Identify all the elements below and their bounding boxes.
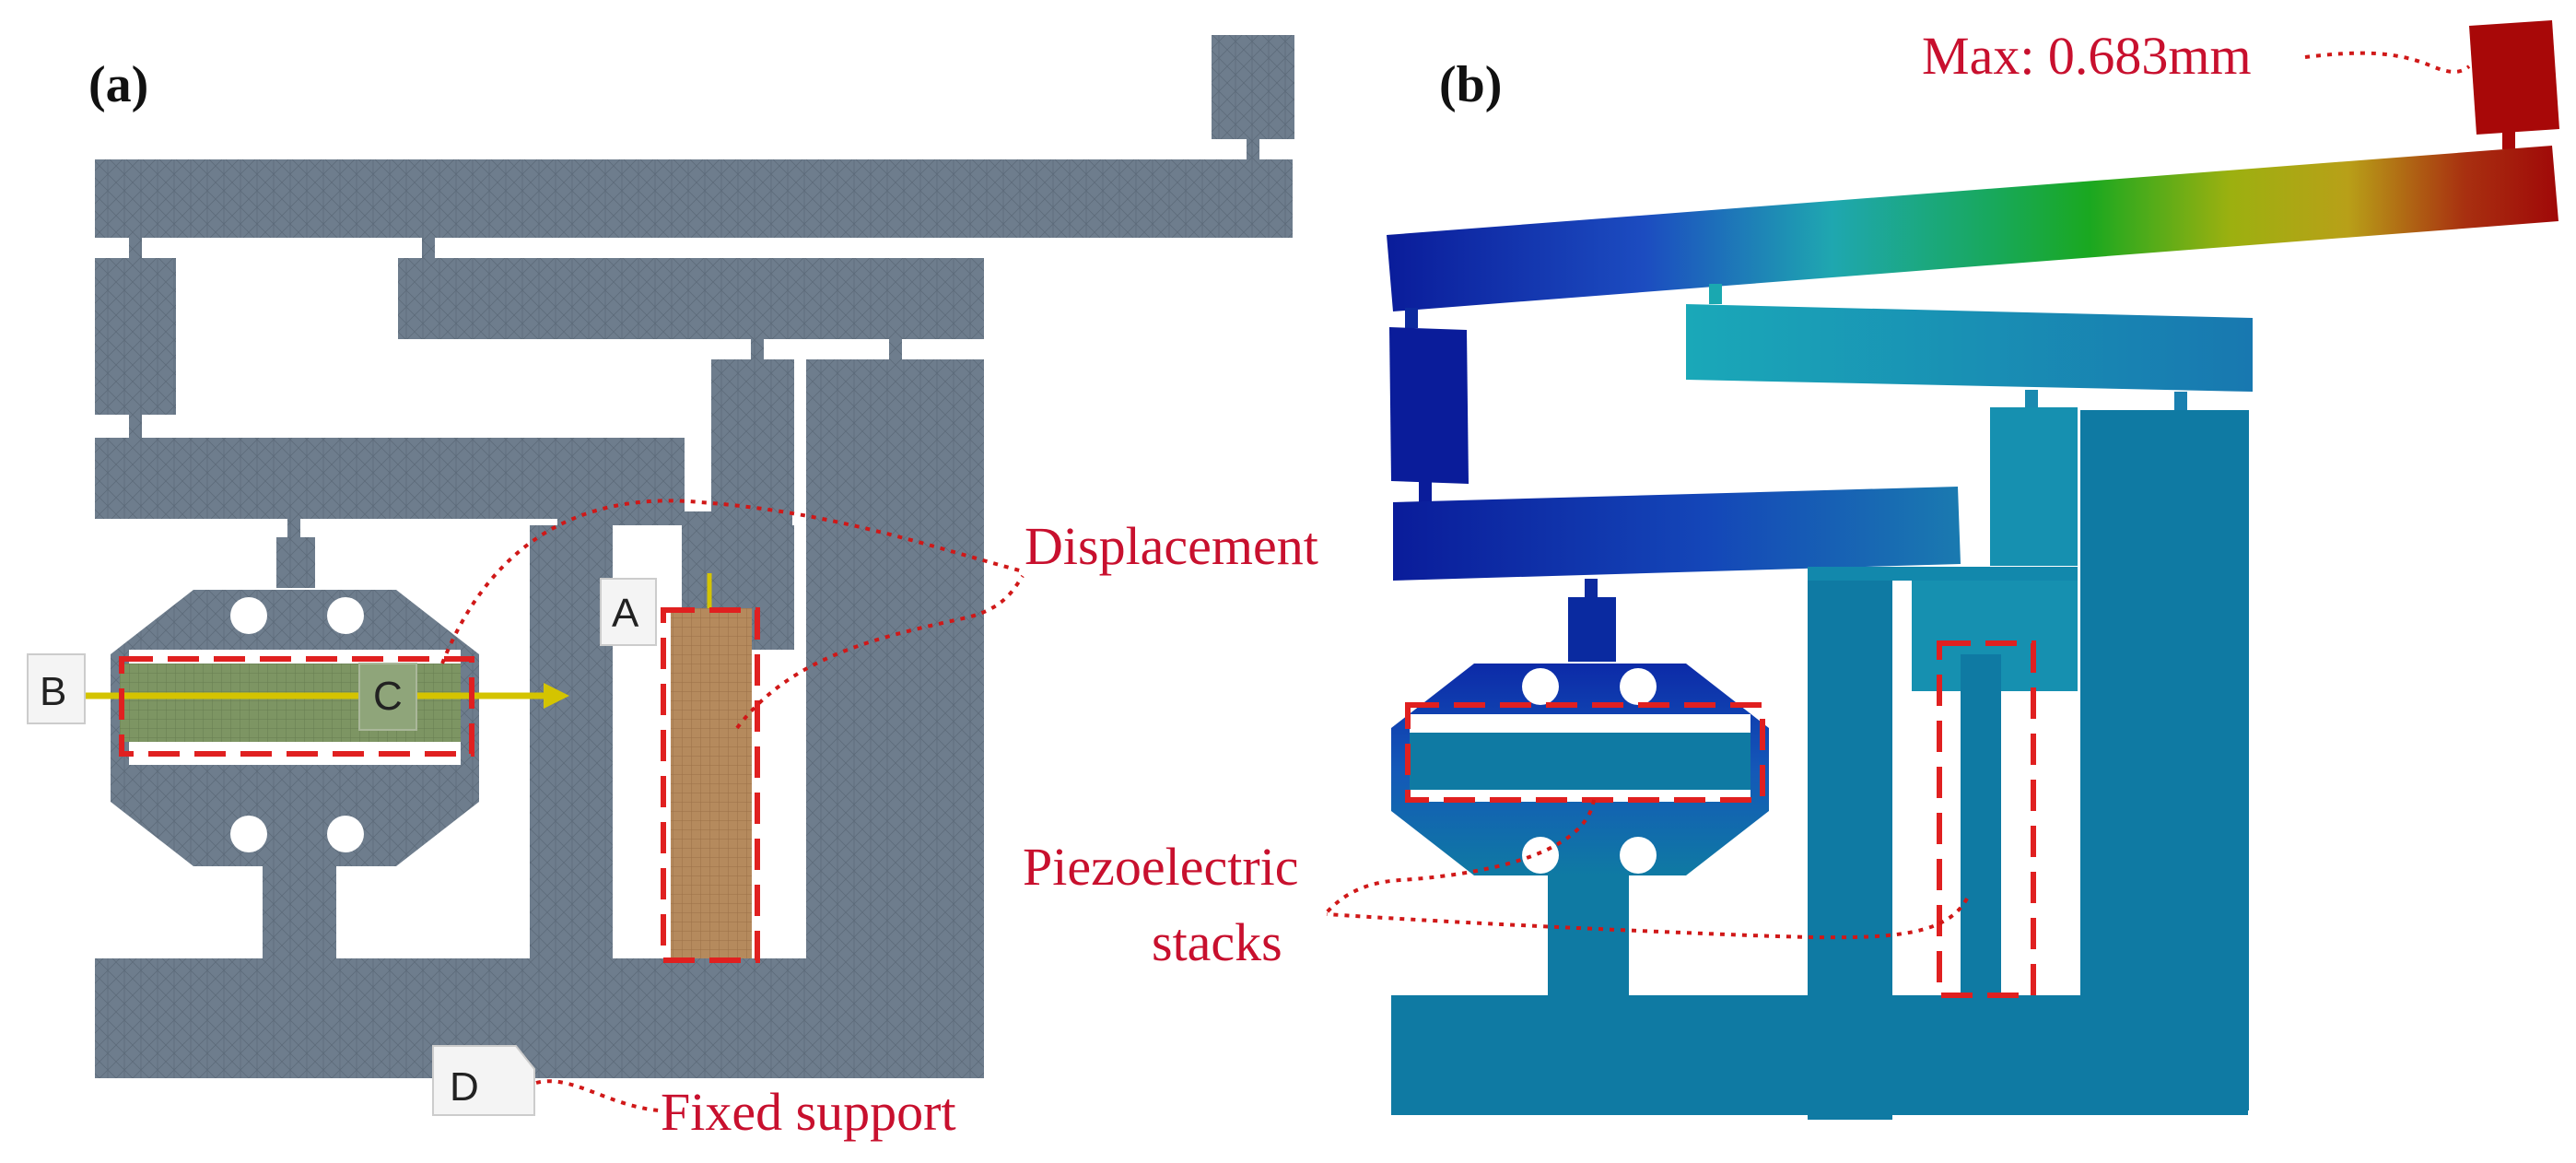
leader-piezo-1 (1325, 799, 1596, 914)
svg-text:C: C (373, 674, 403, 719)
amplifier-notch-a (327, 597, 364, 634)
boundary-label-b: B (27, 653, 86, 724)
max-displacement-label: Max: 0.683mm (1922, 26, 2252, 86)
boundary-label-a: A (600, 578, 657, 646)
panel-a-label: (a) (88, 56, 148, 113)
panel-a-mesh-model: (a) (27, 35, 1318, 1142)
stack-frame-top-b (1808, 567, 2078, 581)
hinge-b (2174, 392, 2187, 412)
hinge-a (129, 415, 142, 438)
displacement-label: Displacement (1025, 516, 1318, 576)
highlight-box-vertical-stack-b (1937, 640, 2036, 998)
hinge-b (2025, 390, 2038, 410)
base-b (1391, 995, 2248, 1115)
left-link-a (95, 258, 176, 415)
fixed-frame-right-a (806, 359, 984, 975)
svg-text:B: B (40, 669, 66, 714)
amplifier-pedestal-b (1548, 875, 1629, 1000)
piezo-stack-vertical-b (1961, 654, 2001, 995)
vertical-link-a (711, 359, 794, 511)
hinge-a (287, 519, 300, 537)
amplifier-notch-b (1620, 837, 1657, 874)
boundary-label-c: C (358, 663, 417, 731)
svg-text:D: D (450, 1064, 479, 1110)
leader-fixed-support (535, 1079, 660, 1112)
boundary-label-d: D (432, 1045, 535, 1116)
top-beam-a (95, 159, 1293, 238)
output-block-a (1212, 35, 1294, 139)
hinge-a (129, 238, 142, 258)
hinge-b (1405, 308, 1418, 328)
amplifier-notch-b (1522, 668, 1559, 705)
piezo-stacks-label-line1: Piezoelectric (1023, 837, 1299, 897)
base-a (95, 958, 984, 1078)
panel-b-label: (b) (1439, 56, 1502, 113)
amplifier-notch-a (230, 597, 267, 634)
left-link-b (1389, 327, 1469, 484)
second-beam-b (1686, 304, 2253, 392)
highlight-box-horizontal-stack-a (119, 656, 474, 757)
hinge-a (751, 339, 764, 359)
leader-displacement-1 (440, 499, 1024, 664)
force-arrow-head (544, 683, 569, 709)
piezo-stack-horizontal-b (1410, 733, 1751, 790)
third-beam-b (1393, 487, 1961, 581)
amplifier-pedestal-a (263, 866, 336, 958)
amplifier-stem-a (276, 537, 315, 588)
stack-frame-top-a (557, 511, 792, 525)
panel-b-deformation-contour: (b) (1023, 20, 2559, 1120)
hinge-a (1247, 139, 1259, 159)
fixed-frame-right-b (2080, 410, 2249, 1110)
hinge-a (889, 339, 902, 359)
hinge-b (2502, 129, 2515, 149)
stack-frame-left-a (530, 525, 613, 958)
hinge-b (1709, 284, 1722, 304)
amplifier-notch-b (1522, 837, 1559, 874)
highlight-box-vertical-stack-a (661, 607, 760, 963)
leader-max (2304, 51, 2471, 74)
hinge-a (422, 238, 435, 258)
amplifier-notch-a (230, 816, 267, 852)
amplifier-stem-b (1568, 597, 1616, 662)
second-beam-a (398, 258, 984, 339)
hinge-b (1419, 481, 1432, 504)
piezo-stack-vertical-a (671, 608, 752, 958)
fixed-support-label: Fixed support (661, 1082, 956, 1142)
third-beam-a (95, 438, 685, 519)
highlight-box-horizontal-stack-b (1405, 702, 1765, 803)
piezo-stacks-label-line2: stacks (1152, 912, 1282, 972)
top-beam-b (1387, 146, 2558, 311)
svg-text:A: A (612, 591, 639, 636)
amplifier-notch-a (327, 816, 364, 852)
vertical-link-b (1990, 407, 2078, 566)
hinge-b (1585, 579, 1598, 597)
amplifier-notch-b (1620, 668, 1657, 705)
output-block-b (2469, 20, 2559, 135)
